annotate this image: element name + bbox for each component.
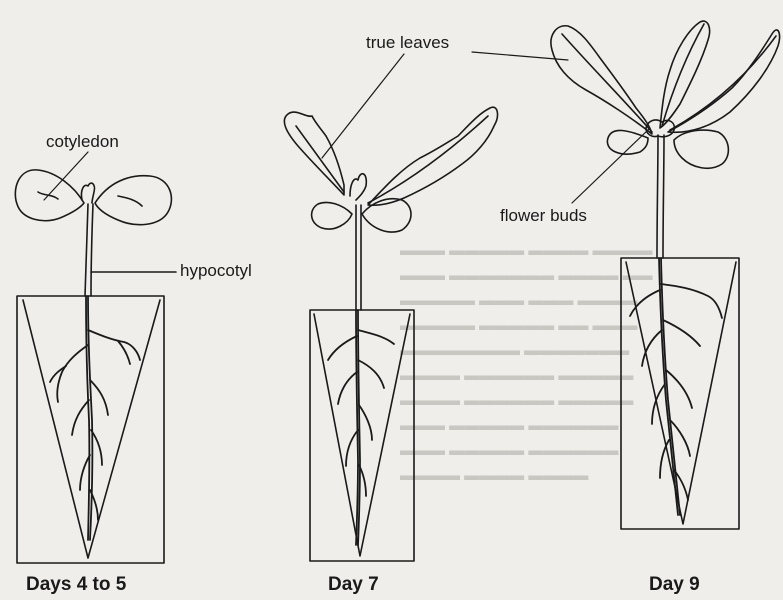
stage3-cotyledon xyxy=(674,130,728,168)
stage2-caption: Day 7 xyxy=(328,574,379,596)
flower-buds-label: flower buds xyxy=(500,206,587,226)
stage1-caption: Days 4 to 5 xyxy=(26,574,126,596)
stage2-true-leaves xyxy=(284,107,497,205)
true-leaves-label: true leaves xyxy=(366,33,449,53)
stage2-roots xyxy=(328,310,394,545)
true-leaves-leader-left xyxy=(322,54,404,158)
flower-buds-leader xyxy=(572,128,650,203)
stage3-roots xyxy=(630,258,722,515)
stage3-true-leaves xyxy=(551,21,780,154)
stage1-seedling xyxy=(15,170,176,563)
stage3-stem-right xyxy=(663,135,664,258)
stage2-seedling xyxy=(284,107,497,561)
stage1-stem-right xyxy=(91,204,93,296)
stage3-caption: Day 9 xyxy=(649,574,700,596)
stage2-container xyxy=(310,310,414,561)
stage1-stem xyxy=(85,204,88,296)
stage1-cotyledons xyxy=(15,170,171,225)
stage2-container-funnel xyxy=(314,314,410,556)
stage3-container xyxy=(621,258,739,529)
label-leader-lines xyxy=(44,52,650,203)
stage3-stem xyxy=(657,135,658,258)
cotyledon-label: cotyledon xyxy=(46,132,119,152)
hypocotyl-label: hypocotyl xyxy=(180,261,252,281)
stage3-plant xyxy=(551,21,780,529)
